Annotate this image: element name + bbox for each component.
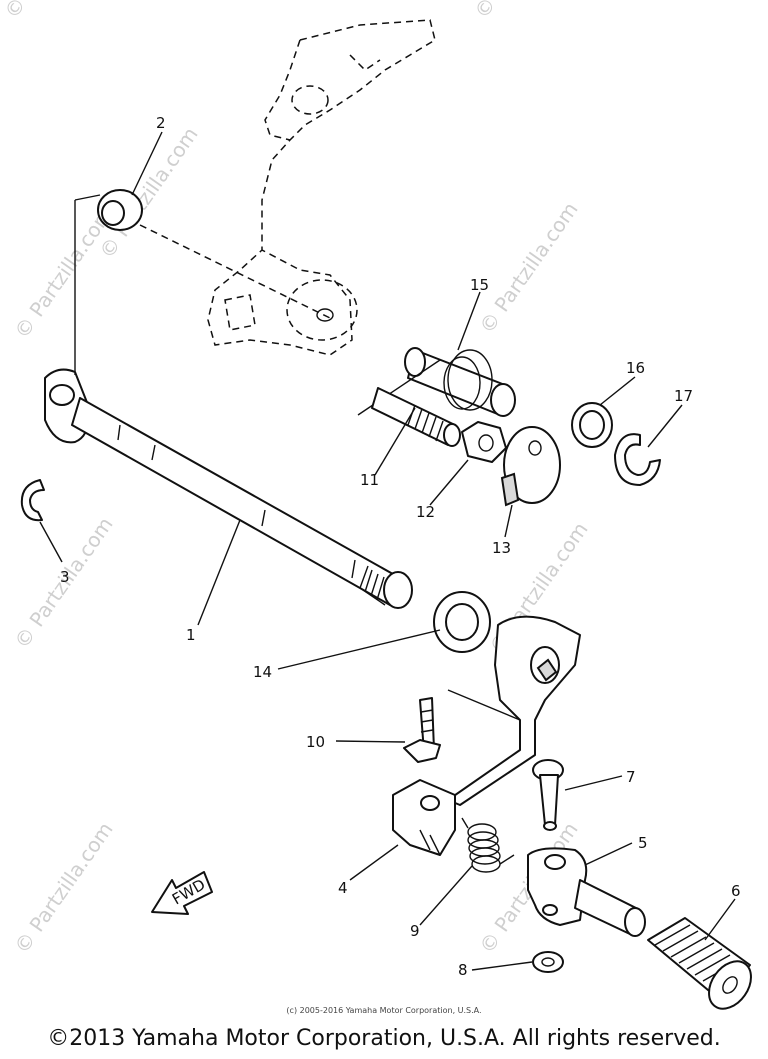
part-label-15: 15 — [470, 276, 489, 294]
part-4-shift-arm — [392, 615, 581, 856]
part-label-16: 16 — [626, 359, 645, 377]
part-6-footpeg-rubber — [647, 917, 752, 1010]
part-label-10: 10 — [306, 733, 325, 751]
part-label-9: 9 — [410, 922, 420, 940]
part-15-collar — [357, 347, 516, 417]
part-8-washer — [532, 951, 564, 973]
part-label-6: 6 — [731, 882, 741, 900]
part-1-shift-shaft — [44, 194, 413, 609]
part-5-peg-bracket — [527, 847, 646, 937]
part-label-13: 13 — [492, 539, 511, 557]
part-13-cam — [500, 426, 561, 507]
part-label-2: 2 — [156, 114, 166, 132]
watermark: © Partzilla.com — [474, 198, 582, 338]
part-label-8: 8 — [458, 961, 468, 979]
part-label-17: 17 — [674, 387, 693, 405]
part-17-circlip — [614, 433, 661, 486]
part-12-nut — [461, 421, 507, 463]
watermark: © Partzilla.com — [469, 0, 577, 23]
copyright-notice: ©2013 Yamaha Motor Corporation, U.S.A. A… — [47, 1026, 721, 1051]
part-label-3: 3 — [60, 568, 70, 586]
part-label-4: 4 — [338, 879, 348, 897]
part-14-seal — [433, 591, 491, 653]
watermark: © Partzilla.com — [0, 0, 108, 23]
watermark: © Partzilla.com — [9, 203, 117, 343]
part-label-1: 1 — [186, 626, 196, 644]
part-label-7: 7 — [626, 768, 636, 786]
part-10-bolt — [403, 697, 441, 763]
part-label-12: 12 — [416, 503, 435, 521]
fwd-arrow: FWD — [151, 871, 213, 915]
small-copyright-notice: (c) 2005-2016 Yamaha Motor Corporation, … — [286, 1006, 482, 1015]
part-9-spring — [461, 817, 515, 873]
leader-lines — [39, 131, 736, 971]
part-3-circlip — [20, 479, 45, 522]
part-16-washer — [571, 402, 613, 448]
part-label-5: 5 — [638, 834, 648, 852]
part-label-14: 14 — [253, 663, 272, 681]
part-2-bushing — [97, 189, 331, 319]
part-labels: 1 2 3 4 5 6 7 8 9 10 11 12 13 14 15 16 1… — [60, 114, 741, 979]
part-7-pin — [532, 759, 564, 831]
part-label-11: 11 — [360, 471, 379, 489]
watermark: © Partzilla.com — [9, 818, 117, 958]
frame-bracket-outline — [207, 19, 436, 356]
